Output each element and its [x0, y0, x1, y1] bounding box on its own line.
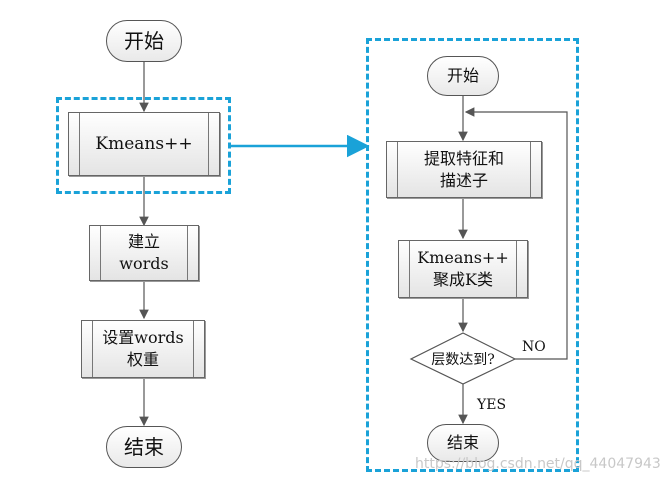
yes-label: YES: [477, 397, 507, 413]
right-start-node: 开始: [427, 56, 499, 96]
watermark: https://blog.csdn.net/qq_44047943: [415, 456, 661, 472]
kmeans-detail-frame: [366, 38, 579, 472]
left-set-weight-node: 设置words 权重: [81, 320, 205, 378]
left-kmeans-node: Kmeans++: [68, 112, 220, 176]
decision-label: 层数达到?: [431, 352, 495, 368]
kmeans-highlight-frame: [56, 97, 231, 194]
left-end-node: 结束: [106, 426, 182, 468]
decision-diamond: [409, 332, 517, 385]
no-label: NO: [522, 339, 546, 355]
left-build-words-node: 建立 words: [89, 225, 199, 281]
no-loop-arrow: [464, 107, 568, 360]
right-extract-node: 提取特征和 描述子: [386, 141, 542, 198]
right-cluster-node: Kmeans++ 聚成K类: [398, 240, 528, 298]
left-start-node: 开始: [106, 20, 182, 62]
right-end-node: 结束: [427, 424, 499, 462]
